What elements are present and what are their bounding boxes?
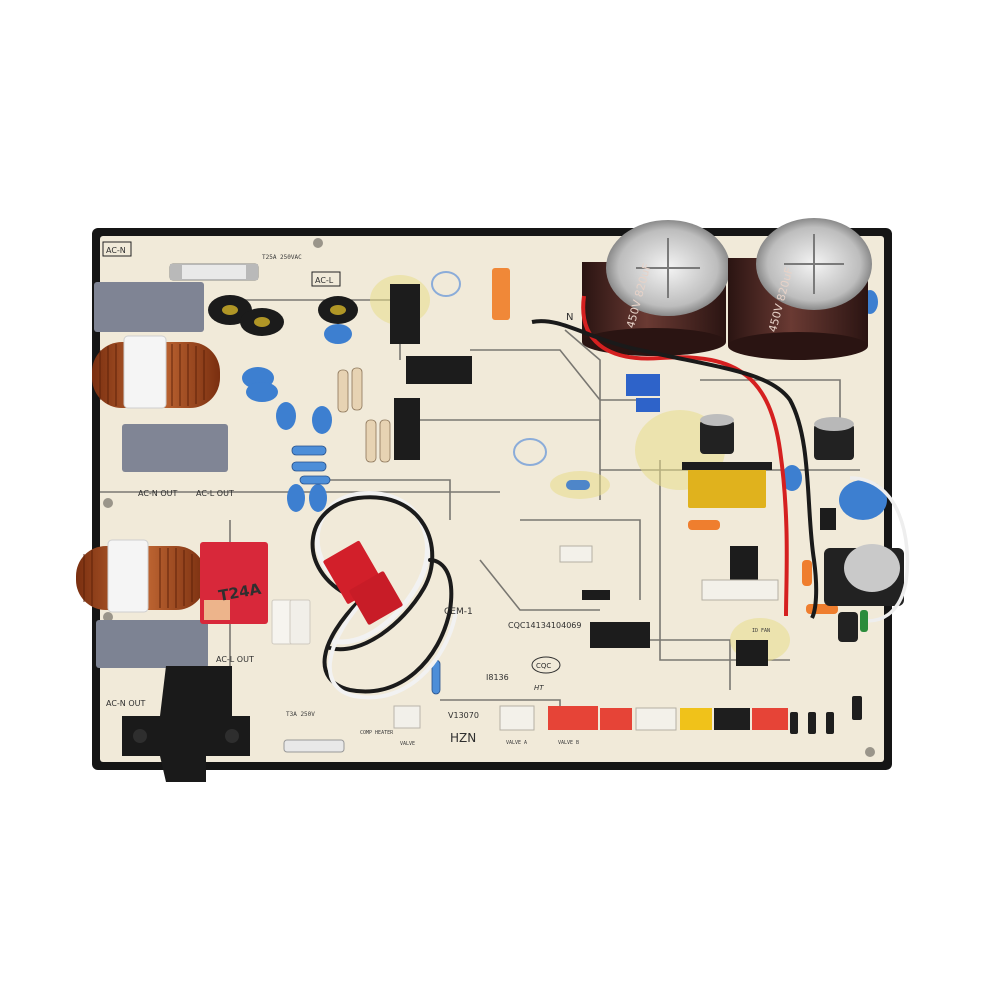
valve-a-label: VALVE A xyxy=(506,740,527,746)
fuse2-label: T3A 250V xyxy=(286,711,315,718)
fuse-label: T25A 250VAC xyxy=(262,254,302,261)
ac-l-out-label-2: AC-L OUT xyxy=(216,655,254,664)
green-led xyxy=(860,610,868,632)
mount-hole xyxy=(103,498,113,508)
relay-red xyxy=(200,542,268,624)
blue-connector xyxy=(636,398,660,412)
relay-white xyxy=(289,599,311,645)
x-capacitor xyxy=(96,620,208,668)
valve-label: VALVE xyxy=(400,741,415,747)
white-wire xyxy=(849,476,910,623)
ac-l-label: AC-L xyxy=(315,276,334,285)
white-connector xyxy=(393,705,421,729)
choke-coil-top xyxy=(92,335,220,409)
ac-l-box xyxy=(311,271,341,287)
id-fan-label: ID FAN xyxy=(752,628,770,634)
ac-n-box xyxy=(102,241,132,257)
mount-hole xyxy=(313,238,323,248)
ht-mark: HT xyxy=(534,684,544,692)
n-mark: N xyxy=(566,312,573,323)
choke-coil-bottom xyxy=(76,539,206,613)
diodes xyxy=(790,696,862,734)
resistors-blue xyxy=(291,445,441,695)
cqc-mark: CQC xyxy=(536,662,551,670)
orange-capacitor xyxy=(688,520,720,530)
version-label: V13070 xyxy=(448,711,479,720)
bulk-capacitor xyxy=(582,220,730,356)
terminal-screw xyxy=(133,729,147,743)
cem-label: CEM-1 xyxy=(444,607,473,617)
valve-b-label: VALVE B xyxy=(558,740,579,746)
cqc-mark-ring xyxy=(531,656,561,674)
power-terminal xyxy=(122,666,250,782)
x-capacitor xyxy=(122,424,228,472)
board-code: I8136 xyxy=(486,673,509,682)
orange-capacitor xyxy=(802,560,812,586)
switching-transformer xyxy=(688,468,766,508)
ac-l-out-label: AC-L OUT xyxy=(196,489,234,498)
blue-connector xyxy=(626,374,660,396)
red-wire xyxy=(581,295,789,617)
resistors-beige xyxy=(337,367,391,463)
bulk-capacitor xyxy=(728,218,872,360)
inspection-stamp xyxy=(513,438,547,466)
terminal-screw xyxy=(225,729,239,743)
fuse-main xyxy=(169,263,259,281)
x-capacitor xyxy=(94,282,204,332)
small-electrolytic xyxy=(700,414,904,642)
hzn-label: HZN xyxy=(450,731,476,745)
ac-n-out-label: AC-N OUT xyxy=(138,489,177,498)
crystal xyxy=(566,480,590,490)
ac-n-out-label-2: AC-N OUT xyxy=(106,699,145,708)
comp-heater-label: COMP HEATER xyxy=(360,730,394,736)
inspection-stamp xyxy=(431,271,461,297)
mount-hole xyxy=(103,612,113,622)
wire-connector-red xyxy=(349,571,403,625)
ac-n-label: AC-N xyxy=(106,246,126,255)
ceramic-capacitors xyxy=(242,290,887,520)
black-wire xyxy=(531,319,819,619)
wire-harness xyxy=(310,491,458,700)
inductor xyxy=(208,295,358,336)
ic-chips xyxy=(390,284,836,666)
fuse-secondary xyxy=(283,739,345,753)
orange-capacitor xyxy=(492,268,510,320)
switching-transformer-core xyxy=(682,462,772,470)
serial-number: CQC14134104069 xyxy=(508,621,581,630)
mount-hole xyxy=(865,747,875,757)
connector-row xyxy=(499,545,788,731)
